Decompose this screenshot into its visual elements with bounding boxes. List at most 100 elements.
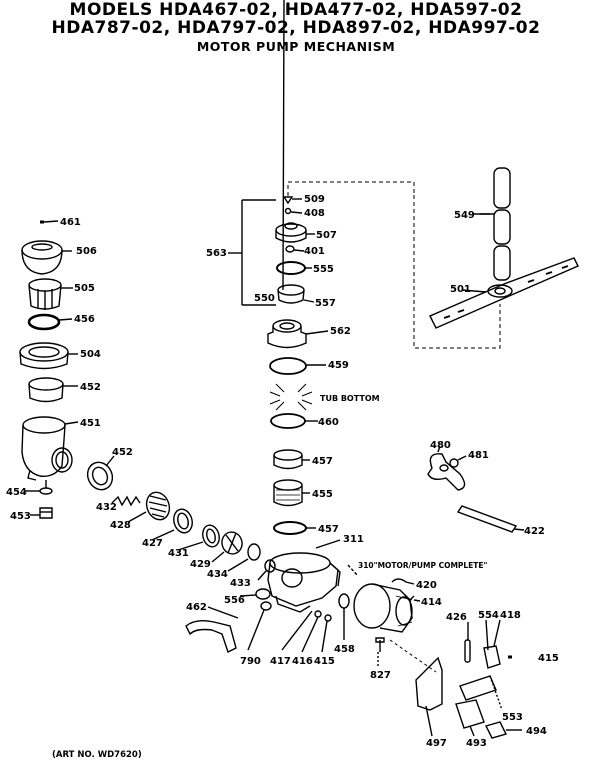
label-426: 426 <box>446 612 467 623</box>
label-455: 455 <box>312 489 333 500</box>
label-505: 505 <box>74 283 95 294</box>
label-434: 434 <box>207 569 228 580</box>
label-827: 827 <box>370 670 391 681</box>
label-453: 453 <box>10 511 31 522</box>
part-311-pump-base <box>267 539 341 613</box>
label-556: 556 <box>224 595 245 606</box>
label-408: 408 <box>304 208 325 219</box>
part-427-ring <box>151 508 193 541</box>
label-457-upper: 457 <box>312 456 333 467</box>
label-554: 554 <box>478 610 499 621</box>
part-553-bracket <box>459 675 503 711</box>
label-555: 555 <box>313 264 334 275</box>
label-451: 451 <box>80 418 101 429</box>
part-433-washer <box>257 559 276 581</box>
part-462-hose <box>185 606 239 653</box>
label-507: 507 <box>316 230 337 241</box>
part-493-block <box>455 699 485 737</box>
label-454: 454 <box>6 487 27 498</box>
label-452-side: 452 <box>112 447 133 458</box>
part-452-clamp-side <box>86 455 115 491</box>
label-458: 458 <box>334 644 355 655</box>
part-554-pin <box>485 619 489 651</box>
part-456-ring <box>27 313 73 331</box>
part-434-seal <box>227 543 261 572</box>
part-417-screw <box>281 610 313 651</box>
label-415-left: 415 <box>314 656 335 667</box>
part-509-screw <box>282 196 302 205</box>
label-420: 420 <box>416 580 437 591</box>
part-555-ring <box>276 261 312 275</box>
part-428-impeller <box>127 491 171 523</box>
label-415-right: 415 <box>538 653 559 664</box>
part-408-washer <box>284 207 303 215</box>
label-452-top: 452 <box>80 382 101 393</box>
label-417: 417 <box>270 656 291 667</box>
label-414: 414 <box>421 597 442 608</box>
part-562-manifold <box>267 319 329 349</box>
part-420-wire <box>391 578 415 585</box>
part-416-washer <box>301 610 322 653</box>
label-493: 493 <box>466 738 487 749</box>
label-433: 433 <box>230 578 251 589</box>
part-557-nut <box>277 0 315 304</box>
label-509: 509 <box>304 194 325 205</box>
part-481-nut <box>449 455 467 468</box>
part-827-screw <box>375 637 437 673</box>
part-504-collar <box>19 342 78 370</box>
label-462: 462 <box>186 602 207 613</box>
part-494-cap <box>484 721 522 739</box>
label-428: 428 <box>110 520 131 531</box>
label-311: 311 <box>343 534 364 545</box>
part-429-bearing <box>211 531 243 563</box>
label-432: 432 <box>96 502 117 513</box>
label-457-lower: 457 <box>318 524 339 535</box>
label-416: 416 <box>292 656 313 667</box>
label-562: 562 <box>330 326 351 337</box>
part-457-ring-upper <box>273 449 310 470</box>
label-480: 480 <box>430 440 451 451</box>
label-418: 418 <box>500 610 521 621</box>
part-452-clamp-top <box>28 377 78 403</box>
label-494: 494 <box>526 726 547 737</box>
part-458-coupling <box>338 593 350 640</box>
part-505-filter <box>28 278 73 310</box>
tub-bottom-marker <box>269 383 313 411</box>
part-418-solenoid <box>483 619 501 669</box>
label-460: 460 <box>318 417 339 428</box>
label-481: 481 <box>468 450 489 461</box>
label-461: 461 <box>60 217 81 228</box>
part-310-motor <box>347 564 413 633</box>
art-number: (ART NO. WD7620) <box>52 750 142 760</box>
part-457-ring-lower <box>273 521 316 535</box>
part-414-clip <box>403 593 421 602</box>
part-453-plug <box>30 507 53 519</box>
part-461-screw <box>40 220 59 224</box>
part-556-grommet <box>239 588 271 600</box>
label-506: 506 <box>76 246 97 257</box>
label-429: 429 <box>190 559 211 570</box>
part-549-tower <box>474 167 511 281</box>
tub-bottom-label: TUB BOTTOM <box>320 394 380 403</box>
label-497: 497 <box>426 738 447 749</box>
part-431-seal <box>177 524 220 551</box>
part-415-nut <box>321 614 332 653</box>
label-456: 456 <box>74 314 95 325</box>
label-422: 422 <box>524 526 545 537</box>
label-790: 790 <box>240 656 261 667</box>
label-504: 504 <box>80 349 101 360</box>
part-507-hub <box>275 222 315 243</box>
diagram-subtitle: MOTOR PUMP MECHANISM <box>196 39 396 54</box>
part-790-clip <box>247 601 272 651</box>
label-501: 501 <box>450 284 471 295</box>
title-models-line-1: MODELS HDA467-02, HDA477-02, HDA597-02 <box>69 0 523 20</box>
part-426-link <box>464 622 471 663</box>
motor-pump-complete-label: 310"MOTOR/PUMP COMPLETE" <box>358 561 488 570</box>
part-563-bracket <box>228 181 415 306</box>
label-459: 459 <box>328 360 349 371</box>
part-401-nut <box>285 245 305 253</box>
part-422-strap <box>456 505 525 533</box>
label-401: 401 <box>304 246 325 257</box>
label-431: 431 <box>168 548 189 559</box>
